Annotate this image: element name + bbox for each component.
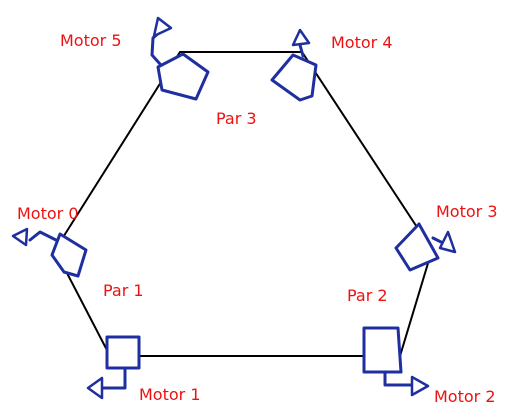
- motor-2-body: [362, 326, 403, 374]
- pair-1-label: Par 1: [103, 281, 144, 300]
- motor-5-arrowhead: [152, 16, 173, 38]
- motor-1: [86, 335, 141, 400]
- motor-4-label: Motor 4: [331, 33, 393, 52]
- hexagon-frame: [53, 51, 434, 357]
- motor-0-arrow: [28, 230, 58, 242]
- motor-3-arrowhead: [438, 230, 457, 254]
- motor-2-arrow: [383, 370, 414, 387]
- pair-2-label: Par 2: [347, 286, 388, 305]
- motor-5-label: Motor 5: [60, 31, 122, 50]
- motor-0-arrowhead: [11, 227, 29, 247]
- motor-1-arrowhead: [86, 376, 104, 400]
- motor-3-body: [394, 222, 440, 272]
- motor-0-label: Motor 0: [17, 204, 79, 223]
- motor-1-body: [105, 335, 141, 370]
- motor-3: [394, 222, 457, 272]
- motor-3-label: Motor 3: [436, 202, 498, 221]
- motor-4-body: [270, 53, 318, 102]
- motor-4-arrow: [298, 43, 305, 58]
- motor-1-arrow: [100, 366, 127, 390]
- pair-3-label: Par 3: [216, 109, 257, 128]
- motor-2: [362, 326, 430, 397]
- motor-4-arrowhead: [291, 28, 311, 47]
- motor-4: [270, 28, 318, 102]
- motor-0: [11, 227, 88, 278]
- motor-2-label: Motor 2: [434, 387, 496, 406]
- motor-3-arrow: [431, 236, 443, 244]
- motor-0-body: [50, 232, 88, 278]
- motor-5: [150, 16, 210, 101]
- motor-1-label: Motor 1: [139, 385, 201, 404]
- motor-5-body: [156, 52, 210, 101]
- motor-2-arrowhead: [410, 375, 430, 397]
